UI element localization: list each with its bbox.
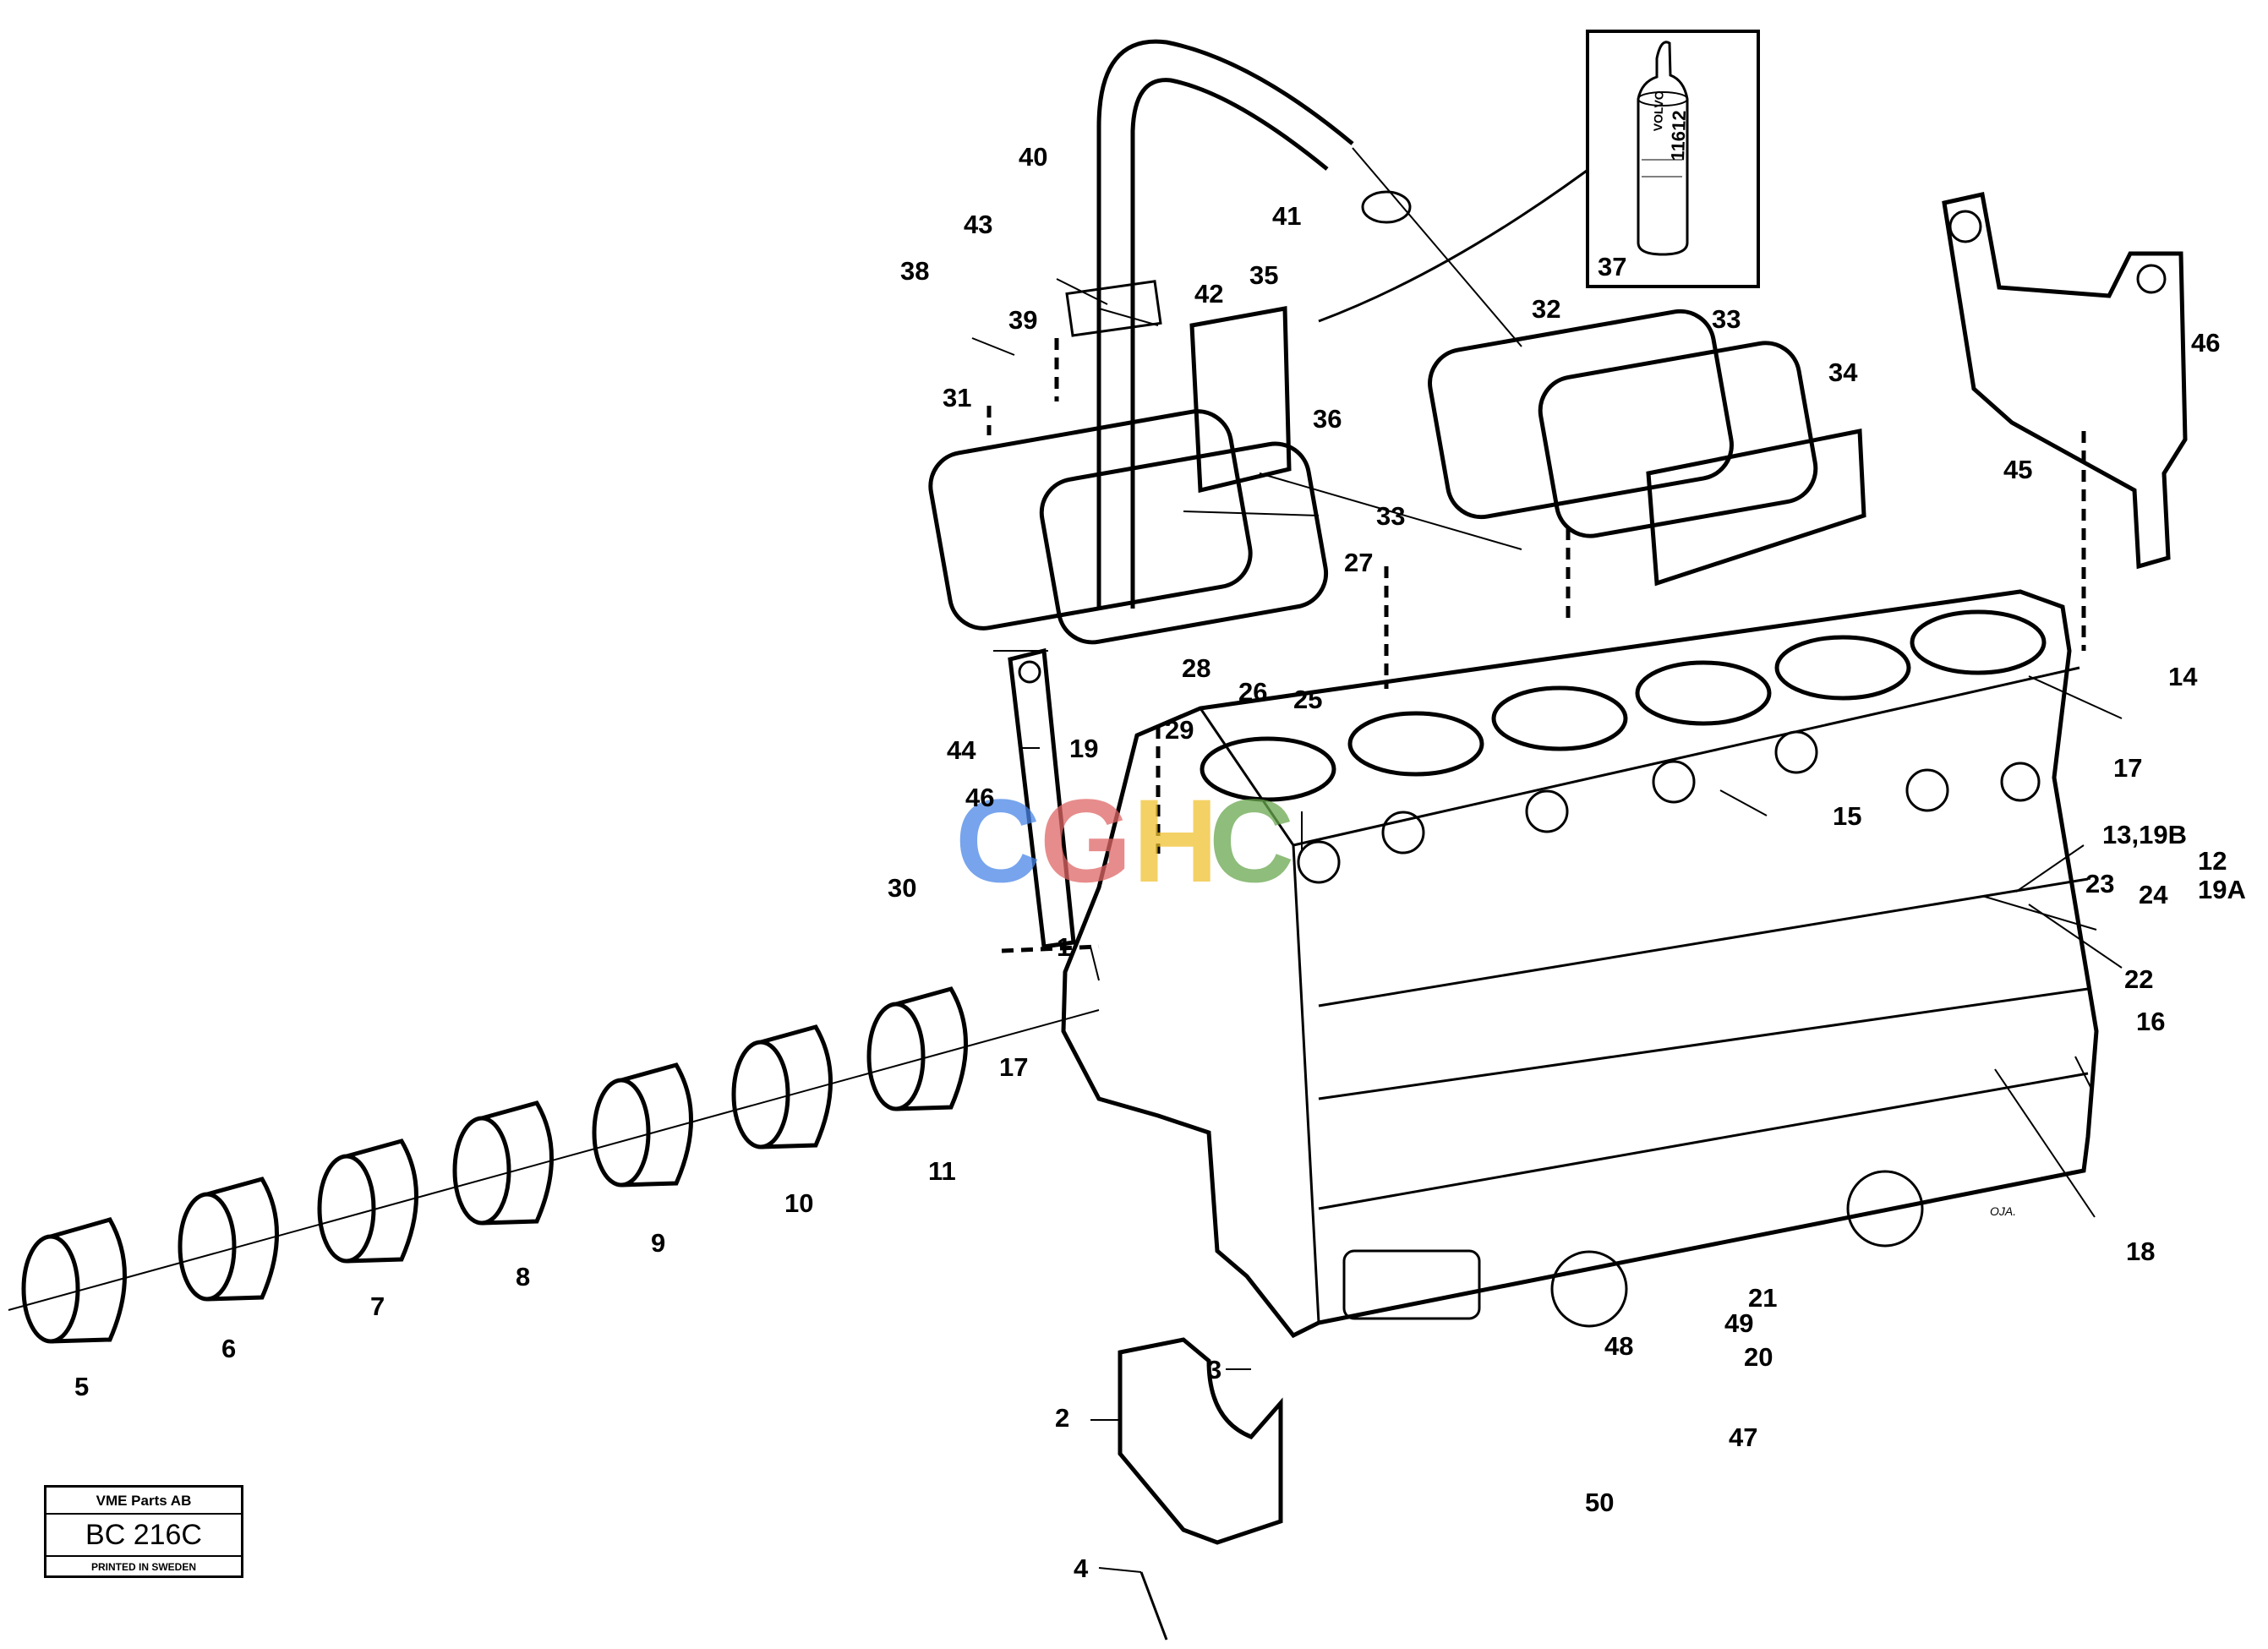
callout-43: 43 — [964, 210, 993, 239]
callout-36: 36 — [1313, 404, 1342, 434]
callout-42: 42 — [1194, 279, 1224, 309]
callout-28: 28 — [1182, 653, 1211, 683]
engine-block — [1061, 589, 2099, 1339]
title-block-publisher: VME Parts AB — [46, 1489, 241, 1515]
leader-lines — [971, 147, 2123, 1573]
callout-41: 41 — [1272, 201, 1302, 231]
callout-18: 18 — [2126, 1237, 2156, 1266]
callout-34: 34 — [1828, 358, 1858, 387]
main-bearing-cap — [1118, 1337, 1283, 1641]
watermark-letter-3: H — [1133, 774, 1218, 907]
callout-19a: 19A — [2198, 875, 2246, 904]
callout-45: 45 — [2003, 455, 2033, 484]
callout-35: 35 — [1249, 260, 1279, 290]
title-block-code: BC 216C — [46, 1515, 241, 1557]
side-covers — [928, 306, 1866, 645]
callout-24: 24 — [2139, 880, 2168, 909]
watermark-letter-1: C — [955, 774, 1041, 907]
callout-15: 15 — [1833, 801, 1862, 831]
callout-3: 3 — [1207, 1355, 1222, 1384]
callout-50: 50 — [1585, 1488, 1615, 1517]
callout-33-left: 33 — [1376, 501, 1406, 531]
callout-37: 37 — [1598, 252, 1627, 281]
callout-2: 2 — [1055, 1403, 1070, 1433]
block-side-holes — [1297, 730, 2041, 1328]
callout-8: 8 — [516, 1262, 531, 1291]
callout-14: 14 — [2168, 662, 2198, 691]
callout-27: 27 — [1344, 548, 1374, 577]
callout-4: 4 — [1074, 1553, 1089, 1583]
cylinder-bores — [1200, 609, 2047, 802]
callout-16: 16 — [2136, 1007, 2166, 1036]
title-block: VME Parts AB BC 216C PRINTED IN SWEDEN — [44, 1485, 243, 1578]
callout-39: 39 — [1008, 305, 1038, 335]
watermark-letter-2: G — [1040, 774, 1132, 907]
callout-6: 6 — [221, 1334, 237, 1363]
callout-23: 23 — [2085, 869, 2115, 898]
callout-31: 31 — [943, 383, 972, 412]
watermark-letter-4: C — [1209, 774, 1294, 907]
callout-19: 19 — [1069, 734, 1099, 763]
drawing-reference: OJA. — [1990, 1204, 2017, 1218]
bracket-45 — [1942, 191, 2188, 570]
callout-32: 32 — [1532, 294, 1561, 324]
callout-17-left: 17 — [999, 1052, 1029, 1082]
sealant-bottle-inset — [1586, 30, 1760, 288]
callout-33-right: 33 — [1712, 304, 1741, 334]
callout-26: 26 — [1238, 677, 1268, 707]
camshaft-bushings — [8, 986, 1100, 1344]
callout-7: 7 — [370, 1291, 385, 1321]
callout-48: 48 — [1604, 1331, 1634, 1361]
bottle-brand-label: VOLVO — [1651, 90, 1666, 132]
callout-13-19b: 13,19B — [2102, 820, 2187, 849]
callout-25: 25 — [1293, 685, 1323, 714]
callout-17-right: 17 — [2113, 753, 2143, 783]
callout-12: 12 — [2198, 846, 2227, 876]
callout-20: 20 — [1744, 1342, 1773, 1372]
callout-11: 11 — [928, 1156, 956, 1186]
sealant-bottle-icon — [1637, 41, 1689, 256]
callout-47: 47 — [1729, 1422, 1758, 1452]
title-block-printed: PRINTED IN SWEDEN — [90, 1561, 196, 1573]
callout-29: 29 — [1165, 715, 1194, 745]
callout-9: 9 — [651, 1228, 666, 1258]
bracket-44 — [1008, 647, 1076, 949]
callout-30: 30 — [888, 873, 917, 903]
callout-44: 44 — [947, 735, 976, 765]
callout-38: 38 — [900, 256, 930, 286]
callout-46-right: 46 — [2191, 328, 2221, 358]
callout-46-left: 46 — [965, 783, 995, 812]
dipstick-tube — [1065, 39, 1607, 609]
callout-40: 40 — [1019, 142, 1048, 172]
bottle-code-label: 11612 — [1667, 110, 1691, 161]
dashed-leaders — [986, 338, 2086, 953]
callout-5: 5 — [74, 1372, 90, 1401]
callout-1: 1 — [1057, 932, 1072, 962]
callout-21: 21 — [1748, 1283, 1778, 1313]
callout-22: 22 — [2124, 964, 2154, 994]
callout-49: 49 — [1724, 1308, 1754, 1338]
callout-10: 10 — [784, 1188, 814, 1218]
